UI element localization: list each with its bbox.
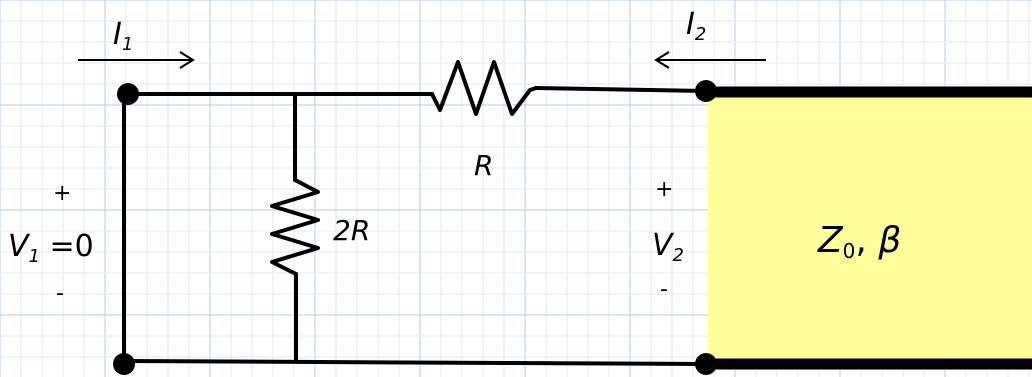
transmission-line-block [708,94,1032,362]
port1-plus-sign: + [53,181,71,206]
current-in-label: I1 [113,17,133,55]
shunt-resistor-label: 2R [333,214,370,247]
port2-minus-sign: - [660,277,668,302]
port2-voltage-label: V2 [652,228,684,266]
port1-voltage-label: V1 =0 [8,229,94,267]
line-parameters-label: Z0, β [817,220,901,263]
current-out-label: I2 [686,7,706,45]
bottom-wire [122,359,708,366]
port1-bottom-terminal [113,353,135,375]
top-wire-right [534,86,708,93]
port1-top-terminal [117,83,139,105]
port1-minus-sign: - [56,281,64,306]
series-resistor-label: R [474,149,493,182]
current-out-arrow-head [654,51,670,69]
shunt-resistor [270,178,320,276]
series-resistor [430,60,538,116]
port2-bottom-terminal [695,353,717,375]
port2-top-terminal [695,80,717,102]
port2-plus-sign: + [655,177,673,202]
current-in-arrow-head [179,51,195,69]
